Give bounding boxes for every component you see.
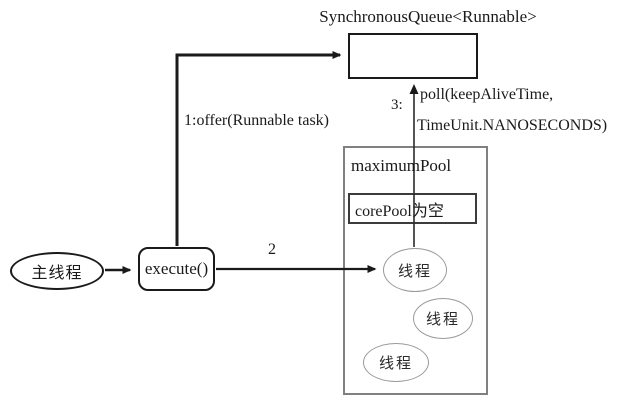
execute-node: execute() bbox=[138, 247, 215, 291]
thread-node: 线程 bbox=[363, 343, 429, 382]
synchronous-queue-box bbox=[348, 33, 478, 79]
thread-node: 线程 bbox=[383, 248, 447, 292]
step3-edge-label: 3: bbox=[391, 97, 403, 113]
maximum-pool-label: maximumPool bbox=[351, 156, 452, 175]
step2-edge-label: 2 bbox=[268, 241, 276, 258]
offer-edge-label: 1:offer(Runnable task) bbox=[184, 112, 329, 129]
poll-edge-label-line1: poll(keepAliveTime, bbox=[420, 86, 554, 103]
arrow-offer bbox=[175, 51, 342, 246]
core-pool-box: corePool为空 bbox=[348, 193, 477, 224]
thread-node: 线程 bbox=[413, 298, 473, 339]
main-thread-node: 主线程 bbox=[10, 252, 104, 290]
synchronous-queue-title: SynchronousQueue<Runnable> bbox=[319, 7, 537, 26]
poll-edge-label-line2: TimeUnit.NANOSECONDS) bbox=[417, 117, 608, 134]
